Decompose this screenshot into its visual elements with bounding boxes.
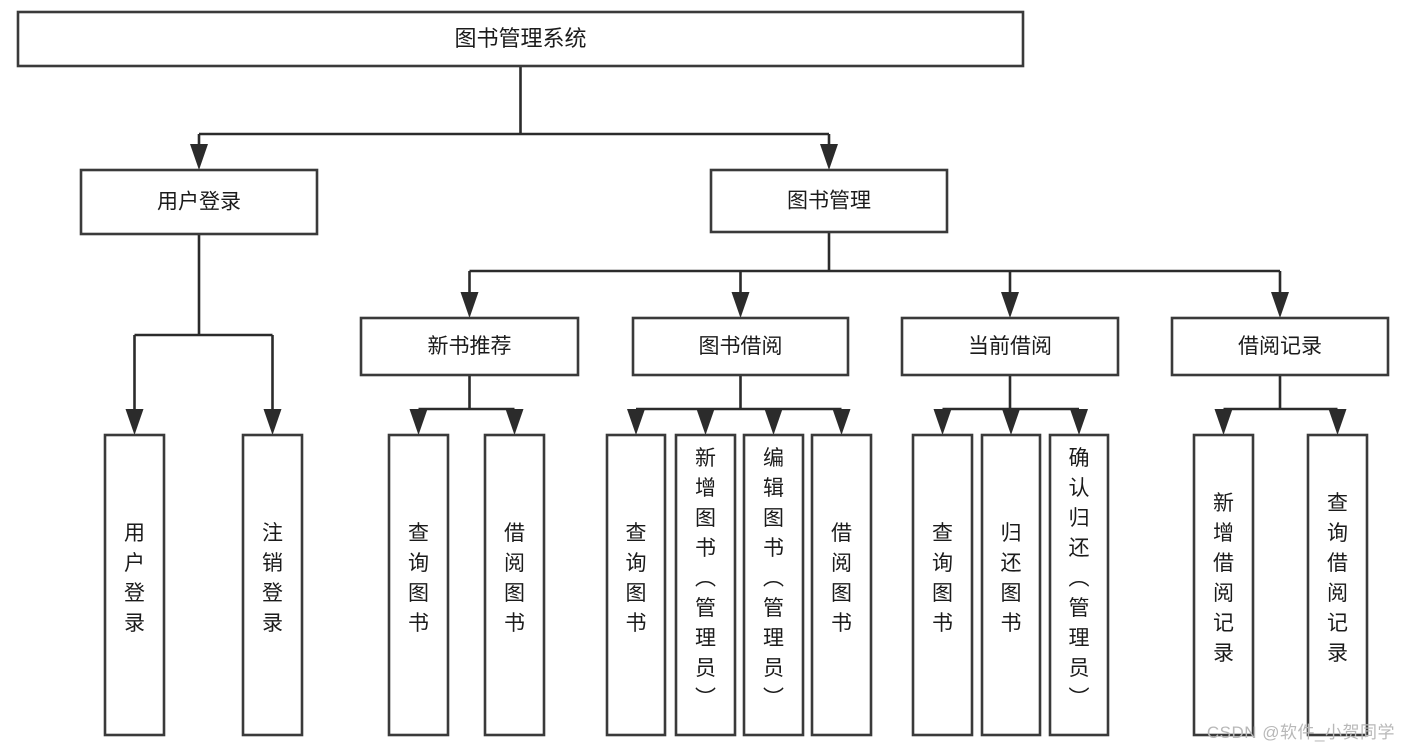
node-box (1048, 433, 1110, 737)
arrow-icon-query-book-2 (627, 409, 645, 435)
arrow-icon-user-login (190, 144, 208, 170)
leaf-borrow-book-2[interactable]: 借阅图书 (810, 433, 873, 737)
node-label: 图书管理系统 (454, 26, 586, 51)
node-label: 用户登录 (124, 522, 145, 635)
node-book-borrow[interactable]: 图书借阅 (631, 316, 850, 377)
arrow-icon-add-book (696, 409, 715, 435)
arrow-icon-book-borrow (731, 292, 750, 318)
node-box (387, 433, 450, 737)
arrow-icon-borrow-book-2 (832, 409, 851, 435)
leaf-query-borrow-record[interactable]: 查询借阅记录 (1306, 433, 1369, 737)
node-label: 图书管理 (787, 190, 871, 213)
node-box (483, 433, 546, 737)
node-box (911, 433, 974, 737)
node-label: 查询图书 (408, 522, 429, 635)
node-box (241, 433, 304, 737)
node-box (1192, 433, 1255, 737)
csdn-watermark: CSDN @软件_小贺同学 (1206, 723, 1395, 742)
node-book-manage[interactable]: 图书管理 (709, 168, 949, 234)
node-box (709, 168, 949, 234)
connector-layer (125, 66, 1347, 435)
arrow-icon-query-book-1 (409, 409, 428, 435)
leaf-confirm-return[interactable]: 确认归还︵管理员︶ (1048, 433, 1110, 737)
node-box (900, 316, 1120, 377)
node-box (359, 316, 580, 377)
arrow-icon-query-borrow-record (1328, 409, 1347, 435)
node-box (605, 433, 667, 737)
arrow-icon-new-book-recommend (460, 292, 479, 318)
node-label: 查询借阅记录 (1327, 492, 1348, 665)
leaf-user-logout[interactable]: 注销登录 (241, 433, 304, 737)
arrow-icon-borrow-book-1 (505, 409, 524, 435)
leaf-return-book[interactable]: 归还图书 (980, 433, 1042, 737)
node-label: 注销登录 (262, 522, 283, 635)
arrow-icon-user-logout (263, 409, 282, 435)
node-label: 查询图书 (626, 522, 647, 635)
node-box (1170, 316, 1390, 377)
node-label: 新书推荐 (428, 335, 512, 358)
leaf-borrow-book-1[interactable]: 借阅图书 (483, 433, 546, 737)
node-box (742, 433, 805, 737)
node-root[interactable]: 图书管理系统 (16, 10, 1025, 68)
node-label: 借阅记录 (1238, 335, 1322, 358)
leaf-user-login-do[interactable]: 用户登录 (103, 433, 166, 737)
node-box (631, 316, 850, 377)
node-label: 图书借阅 (699, 335, 783, 358)
node-label: 新增借阅记录 (1213, 492, 1234, 665)
arrow-icon-confirm-return (1070, 409, 1088, 435)
arrow-icon-edit-book (764, 409, 783, 435)
arrow-icon-borrow-record (1271, 292, 1289, 318)
node-label: 归还图书 (1001, 522, 1022, 635)
leaf-edit-book[interactable]: 编辑图书︵管理员︶ (742, 433, 805, 737)
leaf-query-book-3[interactable]: 查询图书 (911, 433, 974, 737)
node-label: 借阅图书 (831, 522, 852, 635)
leaf-add-borrow-record[interactable]: 新增借阅记录 (1192, 433, 1255, 737)
node-box (103, 433, 166, 737)
node-box (674, 433, 737, 737)
node-label: 当前借阅 (968, 335, 1052, 358)
node-label: 新增图书︵管理员︶ (695, 447, 716, 710)
arrow-icon-user-login-do (125, 409, 144, 435)
node-box (810, 433, 873, 737)
node-label: 借阅图书 (504, 522, 525, 635)
node-box (16, 10, 1025, 68)
arrow-icon-book-manage (820, 144, 838, 170)
arrow-icon-return-book (1002, 409, 1020, 435)
node-user-login[interactable]: 用户登录 (79, 168, 319, 236)
node-layer: 图书管理系统用户登录图书管理用户登录注销登录新书推荐图书借阅当前借阅借阅记录查询… (16, 10, 1390, 737)
node-new-book-recommend[interactable]: 新书推荐 (359, 316, 580, 377)
leaf-add-book[interactable]: 新增图书︵管理员︶ (674, 433, 737, 737)
node-borrow-record[interactable]: 借阅记录 (1170, 316, 1390, 377)
leaf-query-book-1[interactable]: 查询图书 (387, 433, 450, 737)
leaf-query-book-2[interactable]: 查询图书 (605, 433, 667, 737)
node-box (79, 168, 319, 236)
node-label: 确认归还︵管理员︶ (1069, 447, 1090, 710)
node-box (980, 433, 1042, 737)
node-label: 查询图书 (932, 522, 953, 635)
arrow-icon-query-book-3 (933, 409, 952, 435)
node-current-borrow[interactable]: 当前借阅 (900, 316, 1120, 377)
node-box (1306, 433, 1369, 737)
arrow-icon-current-borrow (1001, 292, 1019, 318)
node-label: 用户登录 (157, 191, 241, 214)
node-label: 编辑图书︵管理员︶ (763, 447, 784, 710)
arrow-icon-add-borrow-record (1214, 409, 1233, 435)
